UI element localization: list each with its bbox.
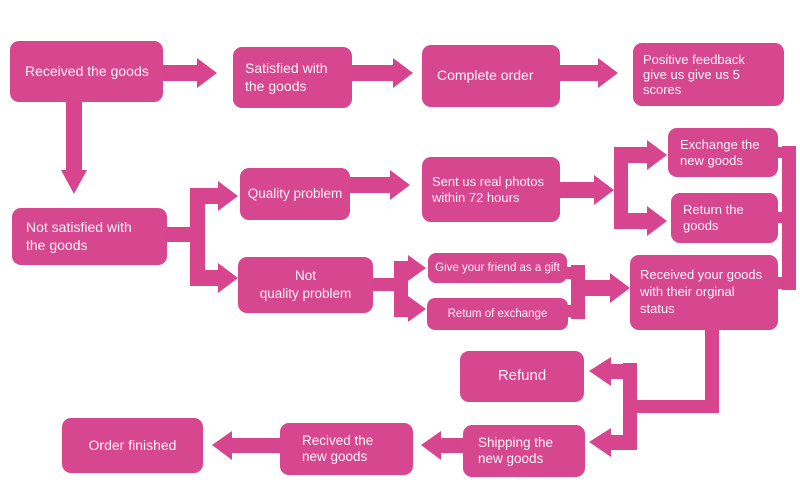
arrow-received-to-satisfied <box>163 58 217 88</box>
node-sent-us-real-photos: Sent us real photos within 72 hours <box>422 157 560 222</box>
arrow-satisfied-to-complete <box>352 58 413 88</box>
node-received-goods-original-status: Received your goods with their orginal s… <box>630 255 778 330</box>
node-label: Quality problem <box>247 185 343 201</box>
node-return-of-exchange: Retum of exchange <box>427 298 568 330</box>
arrow-complete-to-positive <box>560 58 618 88</box>
node-not-quality-problem: Not quality problem <box>238 257 373 313</box>
node-recived-new-goods: Recived the new goods <box>280 423 413 475</box>
node-label: Sent us real photos within 72 hours <box>432 173 545 205</box>
node-label: Give your friend as a gift <box>435 261 560 274</box>
node-label: Refund <box>497 367 547 385</box>
node-give-friend-gift: Give your friend as a gift <box>428 253 567 283</box>
fork-received-original <box>589 328 719 457</box>
arrow-shipping-to-recived <box>421 431 463 460</box>
node-not-satisfied-with-goods: Not satisfied with the goods <box>12 208 167 265</box>
fork-not-quality <box>373 255 426 322</box>
node-satisfied-with-goods: Satisfied with the goods <box>233 47 352 108</box>
node-received-the-goods: Received the goods <box>10 41 163 102</box>
node-complete-order: Complete order <box>422 45 560 107</box>
fork-not-satisfied <box>167 181 238 293</box>
node-label: Positive feedback give us give us 5 scor… <box>643 51 745 98</box>
node-label: Retum of exchange <box>447 307 548 320</box>
node-refund: Refund <box>460 351 584 402</box>
node-positive-feedback: Positive feedback give us give us 5 scor… <box>633 43 784 106</box>
node-label: Satisfied with the goods <box>245 60 328 94</box>
arrow-received-to-not-satisfied <box>61 100 87 194</box>
fork-sent-photos <box>560 140 667 236</box>
node-label: Not satisfied with the goods <box>26 219 132 253</box>
node-label: Return the goods <box>683 202 744 233</box>
arrow-recived-to-order-finished <box>212 431 280 460</box>
node-label: Shipping the new goods <box>478 434 554 466</box>
node-label: Recived the new goods <box>302 432 374 464</box>
node-return-the-goods: Return the goods <box>671 193 778 243</box>
arrow-quality-to-sent-photos <box>350 170 410 200</box>
node-label: Received your goods with their orginal s… <box>640 267 763 316</box>
node-label: Exchange the new goods <box>680 136 760 168</box>
node-shipping-new-goods: Shipping the new goods <box>463 425 585 477</box>
node-quality-problem: Quality problem <box>240 168 350 220</box>
node-exchange-new-goods: Exchange the new goods <box>668 128 778 177</box>
node-label: Received the goods <box>25 62 149 79</box>
merge-gift-exchange <box>564 265 630 319</box>
node-label: Not quality problem <box>259 268 352 301</box>
node-label: Complete order <box>437 67 534 84</box>
node-order-finished: Order finished <box>62 418 203 473</box>
node-label: Order finished <box>88 436 177 453</box>
